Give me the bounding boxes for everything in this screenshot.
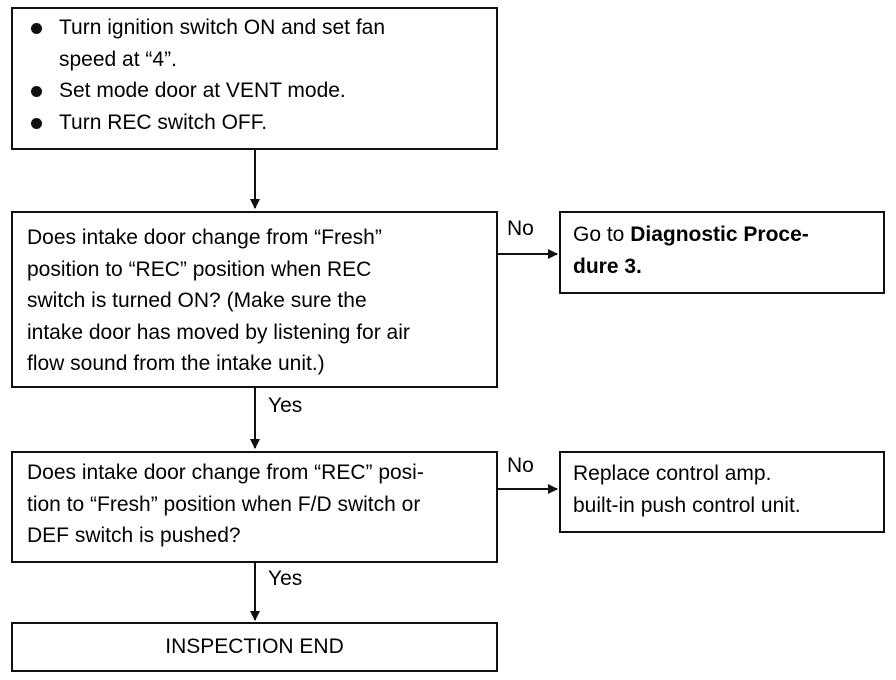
start-bullet-3: Turn REC switch OFF. (27, 107, 385, 139)
end-label: INSPECTION END (165, 635, 344, 658)
bullet-dot-icon (31, 117, 42, 129)
decision-2-text: Does intake door change from “REC” posi-… (27, 457, 424, 552)
decision-2-line-3: DEF switch is pushed? (27, 524, 241, 547)
start-bullet-1: Turn ignition switch ON and set fan spee… (27, 12, 385, 75)
decision-2-line-1: Does intake door change from “REC” posi- (27, 461, 424, 484)
result-1-bold-line-1: Diagnostic Proce- (630, 223, 809, 246)
start-step-box: Turn ignition switch ON and set fan spee… (11, 7, 498, 150)
decision-2-no-label: No (507, 454, 534, 477)
decision-1-line-1: Does intake door change from “Fresh” (27, 226, 382, 249)
decision-2-box: Does intake door change from “REC” posi-… (11, 451, 498, 563)
decision-1-line-4: intake door has moved by listening for a… (27, 320, 410, 344)
result-2-box: Replace control amp. built-in push contr… (559, 451, 885, 533)
start-bullet-1-line-1: Turn ignition switch ON and set fan (59, 16, 386, 39)
decision-2-line-2: tion to “Fresh” position when F/D switch… (27, 492, 421, 516)
decision-1-box: Does intake door change from “Fresh” pos… (11, 211, 498, 388)
result-1-bold-line-2: dure 3. (573, 254, 642, 278)
decision-1-line-2: position to “REC” position when REC (27, 257, 372, 281)
result-1-text: Go to Diagnostic Proce- dure 3. (573, 219, 809, 282)
result-2-line-1: Replace control amp. (573, 462, 772, 485)
decision-1-no-label: No (507, 217, 534, 240)
start-step-list: Turn ignition switch ON and set fan spee… (27, 12, 385, 138)
bullet-dot-icon (31, 23, 42, 34)
start-bullet-2-line-1: Set mode door at VENT mode. (59, 79, 346, 102)
decision-1-text: Does intake door change from “Fresh” pos… (27, 222, 410, 380)
result-1-box: Go to Diagnostic Proce- dure 3. (559, 211, 885, 294)
start-bullet-3-line-1: Turn REC switch OFF. (59, 110, 268, 134)
start-bullet-2: Set mode door at VENT mode. (27, 75, 385, 107)
decision-1-line-5: flow sound from the intake unit.) (27, 352, 325, 375)
decision-1-yes-label: Yes (268, 394, 303, 417)
decision-2-yes-label: Yes (268, 567, 303, 590)
result-2-text: Replace control amp. built-in push contr… (573, 458, 801, 521)
decision-1-line-3: switch is turned ON? (Make sure the (27, 289, 367, 312)
bullet-dot-icon (31, 86, 42, 97)
result-1-prefix: Go to (573, 223, 631, 246)
result-2-line-2: built-in push control unit. (573, 493, 801, 517)
start-bullet-1-line-2: speed at “4”. (59, 47, 177, 71)
end-box: INSPECTION END (11, 622, 498, 672)
